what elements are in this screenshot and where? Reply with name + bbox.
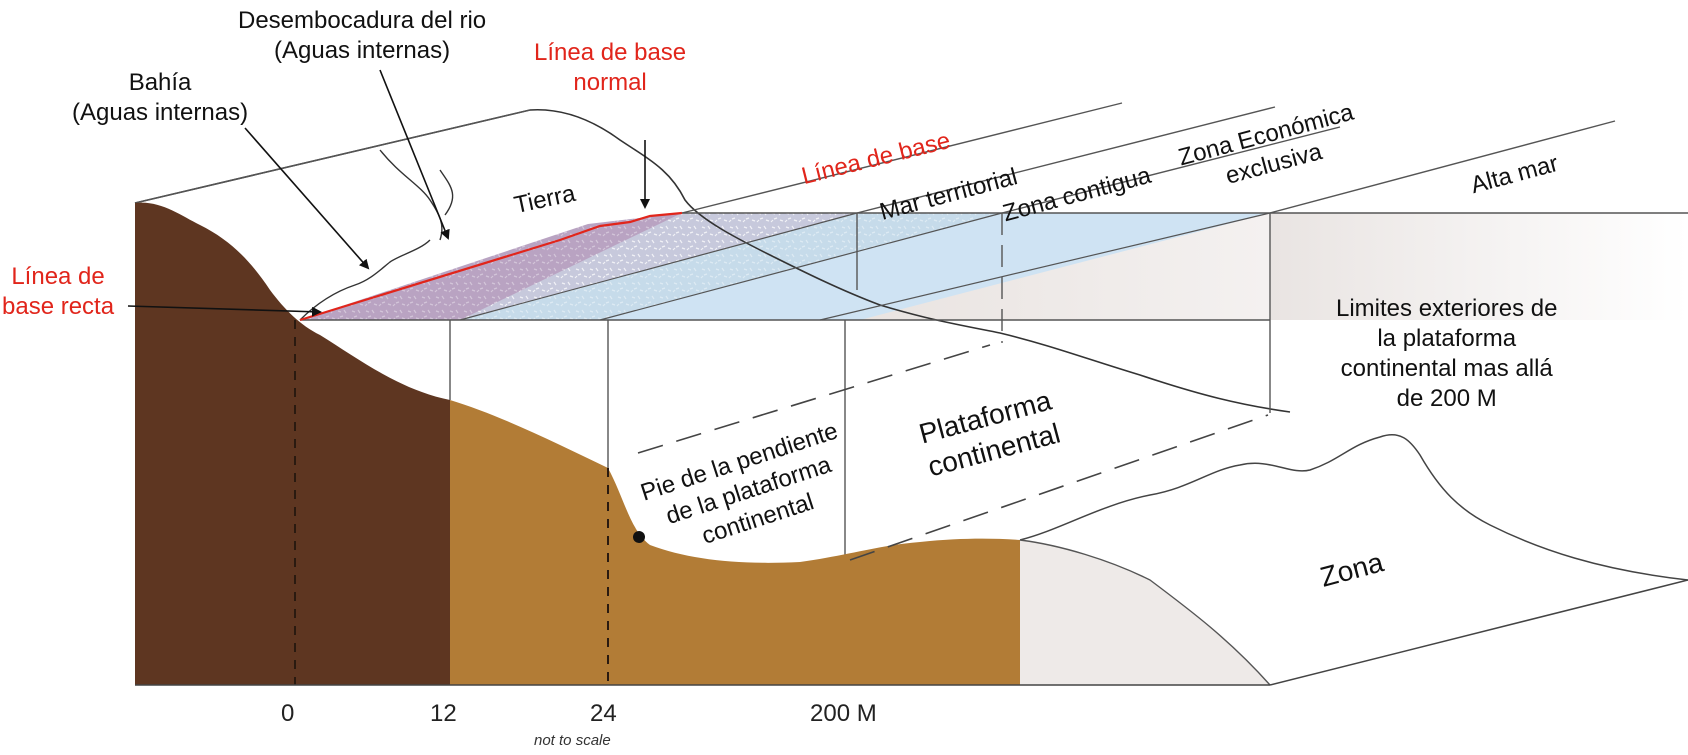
arrow-linea-base-recta (127, 305, 322, 317)
rise-wedge (1020, 540, 1270, 685)
label-limites: Limites exteriores de la plataforma cont… (1336, 295, 1558, 412)
label-linea-base-recta: Línea de base recta (2, 263, 115, 320)
label-linea-base-normal: Línea de base normal (534, 39, 687, 96)
land-coastline (134, 108, 1291, 413)
not-to-scale-note: not to scale (534, 732, 611, 749)
land-cross-section (135, 202, 450, 685)
label-desembocadura: Desembocadura del rio (Aguas internas) (238, 7, 487, 64)
continental-shelf-section (450, 400, 1020, 685)
seabed-profile (1019, 434, 1688, 581)
baseline-red-line (299, 211, 683, 322)
foot-of-slope-dot (633, 531, 645, 543)
axis-tick-24: 24 (590, 700, 617, 727)
label-bahia: Bahía (Aguas internas) (72, 69, 249, 126)
axis-tick-12: 12 (430, 700, 457, 727)
axis-tick-200m: 200 M (810, 700, 877, 727)
arrow-desembocadura (379, 69, 450, 240)
arrow-bahia (244, 127, 370, 270)
axis-tick-0: 0 (281, 700, 295, 727)
high-seas-surface (1270, 213, 1688, 320)
